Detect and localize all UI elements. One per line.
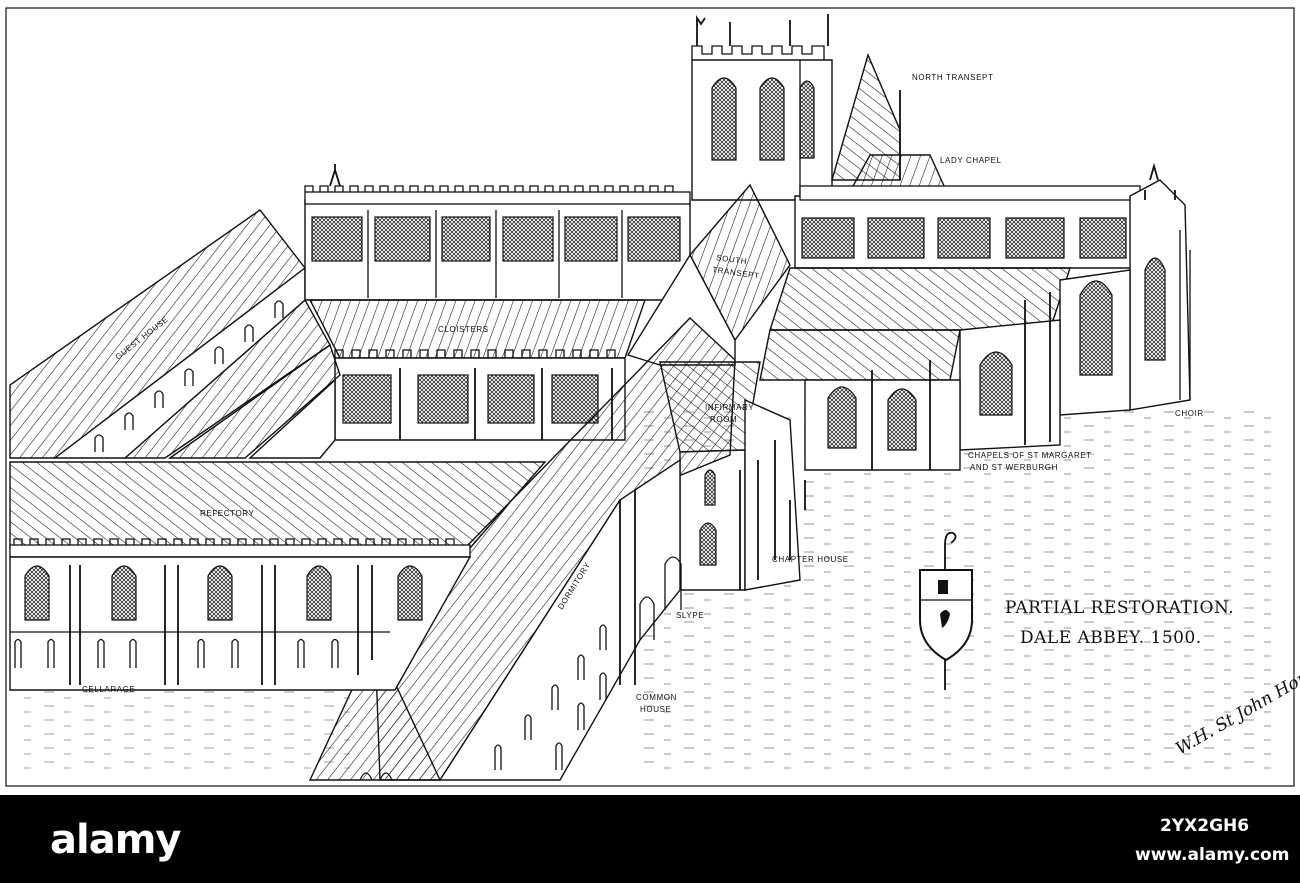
dormitory	[308, 317, 736, 781]
label-cellarage: CELLARAGE	[82, 685, 135, 694]
watermark-brand: alamy	[50, 817, 181, 863]
label-refectory: REFECTORY	[200, 509, 255, 518]
label-slype: SLYPE	[676, 611, 704, 620]
choir-east	[804, 269, 1131, 471]
label-cloisters: CLOISTERS	[438, 325, 489, 334]
label-north-transept: NORTH TRANSEPT	[912, 73, 993, 82]
label-south-transept-1: SOUTH	[716, 253, 748, 266]
title-line-1: PARTIAL RESTORATION.	[1005, 598, 1234, 618]
watermark-footer: alamy 2YX2GH6 www.alamy.com	[0, 795, 1300, 883]
label-chapels-1: CHAPELS OF ST MARGARET	[968, 451, 1092, 460]
label-choir: CHOIR	[1175, 409, 1204, 418]
engraving-title: PARTIAL RESTORATION. DALE ABBEY. 1500.	[1005, 598, 1234, 648]
abbey-shield-emblem	[919, 531, 973, 690]
label-lady-chapel: LADY CHAPEL	[940, 156, 1002, 165]
cloisters	[167, 299, 646, 459]
crossing-tower	[691, 14, 833, 201]
watermark-url: www.alamy.com	[1135, 845, 1289, 865]
watermark-image-id: 2YX2GH6	[1160, 816, 1249, 836]
presbytery	[759, 162, 1191, 411]
label-infirmary-room-2: ROOM	[710, 415, 737, 424]
label-chapels-2: AND ST WERBURGH	[970, 463, 1058, 472]
label-chapter-house: CHAPTER HOUSE	[772, 555, 849, 564]
nave	[304, 164, 691, 301]
refectory	[9, 461, 547, 691]
label-common-house-2: HOUSE	[640, 705, 671, 714]
label-common-house-1: COMMON	[636, 693, 677, 702]
label-infirmary-room-1: INFIRMARY	[705, 403, 754, 412]
title-line-2: DALE ABBEY. 1500.	[1020, 628, 1202, 648]
